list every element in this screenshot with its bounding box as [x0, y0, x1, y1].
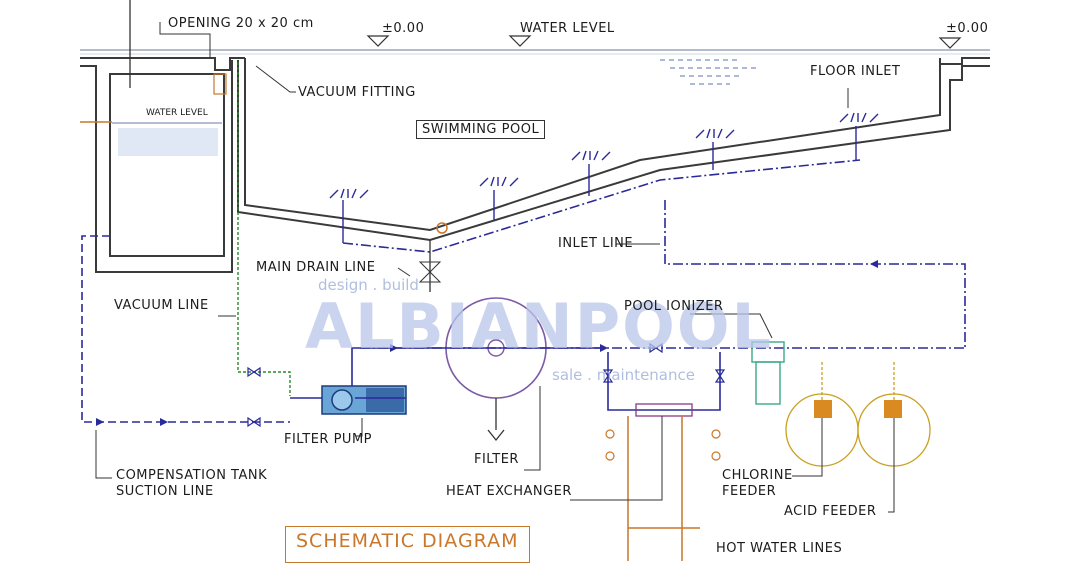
valves [247, 342, 726, 428]
vacuum-line [237, 62, 291, 396]
swimming-pool-label: SWIMMING POOL [416, 120, 546, 139]
filter-label: FILTER [474, 452, 519, 467]
level-right-label: ±0.00 [946, 21, 989, 36]
watermark-brand: ALBIANPOOL [305, 290, 774, 363]
vacuum-line-label: VACUUM LINE [114, 298, 209, 313]
water-level-label: WATER LEVEL [520, 21, 615, 36]
opening-label: OPENING 20 x 20 cm [168, 16, 314, 31]
chlorine-label: CHLORINE [722, 468, 793, 483]
filter-pump-symbol [321, 385, 407, 415]
compensation-tank [109, 73, 225, 257]
filter-pump-label: FILTER PUMP [284, 432, 372, 447]
pool-ionizer-label: POOL IONIZER [624, 299, 724, 314]
schematic-title: SCHEMATIC DIAGRAM [285, 526, 530, 563]
vacuum-fitting-label: VACUUM FITTING [298, 85, 416, 100]
watermark-design-build: design . build [318, 276, 419, 294]
floor-inlets [329, 112, 879, 243]
feeder-label: FEEDER [722, 484, 777, 499]
heat-exchanger-label: HEAT EXCHANGER [446, 484, 572, 499]
inlet-line-label: INLET LINE [558, 236, 634, 251]
watermark-sale-maintenance: sale . maintenance [552, 366, 695, 384]
suction-line-label: SUCTION LINE [116, 484, 214, 499]
acid-feeder-label: ACID FEEDER [784, 504, 877, 519]
pool-structure [80, 57, 990, 273]
compensation-tank-label: COMPENSATION TANK [116, 468, 268, 483]
flow-arrows [96, 260, 878, 426]
acid-feeder-symbol [857, 362, 931, 467]
floor-inlet-label: FLOOR INLET [810, 64, 901, 79]
tank-water-level-label: WATER LEVEL [146, 108, 208, 118]
pool-water-ripples [660, 59, 760, 85]
hot-water-lines [627, 416, 700, 561]
heat-exchanger-symbol [635, 403, 693, 417]
main-drain-line-label: MAIN DRAIN LINE [256, 260, 376, 275]
hot-water-lines-label: HOT WATER LINES [716, 541, 843, 556]
compensation-suction-line [81, 235, 290, 423]
pool-ionizer-symbol [751, 341, 785, 405]
level-left-label: ±0.00 [382, 21, 425, 36]
